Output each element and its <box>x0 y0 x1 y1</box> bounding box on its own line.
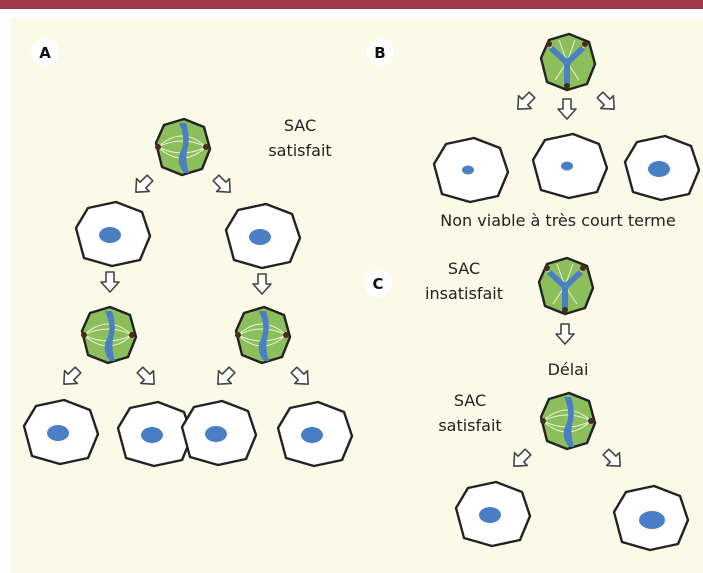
sac-status-label: satisfait <box>268 141 331 160</box>
arrow-icon <box>210 362 240 392</box>
panel-c: C SAC insatisfait Délai SAC satisfait <box>364 256 690 552</box>
arrow-icon <box>252 273 272 295</box>
metaphase-cell-c <box>538 391 597 451</box>
svg-text:A: A <box>39 44 51 62</box>
panel-c-badge: C <box>364 269 392 297</box>
panel-a-badge: A <box>31 38 59 66</box>
unaligned-mitotic-cell-c <box>537 256 595 316</box>
sac-label: SAC <box>454 391 486 410</box>
sac-label: SAC <box>448 259 480 278</box>
arrow-icon <box>286 362 316 392</box>
arrow-icon <box>56 362 86 392</box>
arrow-icon <box>557 98 577 120</box>
non-viable-caption: Non viable à très court terme <box>440 211 675 230</box>
panel-a: A SAC satisfait <box>22 38 354 468</box>
svg-text:C: C <box>372 275 383 293</box>
aneuploid-cell-b3 <box>623 134 701 202</box>
tripolar-mitotic-cell-b <box>539 32 597 92</box>
panel-b-badge: B <box>366 38 394 66</box>
arrow-icon <box>128 170 158 200</box>
metaphase-cell-a3 <box>233 305 292 365</box>
sac-unsatisfied-label: insatisfait <box>425 284 503 303</box>
granddaughter-cell-a2 <box>116 400 194 468</box>
arrow-icon <box>555 323 575 345</box>
arrow-icon <box>208 170 238 200</box>
arrow-icon <box>598 444 628 474</box>
sac-label: SAC <box>284 116 316 135</box>
arrow-icon <box>132 362 162 392</box>
granddaughter-cell-a3 <box>180 399 258 467</box>
metaphase-cell-a1 <box>153 117 212 177</box>
panel-b: B Non viable à très court terme <box>366 32 701 230</box>
granddaughter-cell-a1 <box>22 398 100 466</box>
svg-text:B: B <box>374 44 385 62</box>
granddaughter-cell-a4 <box>276 400 354 468</box>
daughter-cell-c1 <box>454 480 532 548</box>
arrow-icon <box>506 444 536 474</box>
daughter-cell-c2 <box>612 484 690 552</box>
aneuploid-cell-b2 <box>531 132 609 200</box>
aneuploid-cell-b1 <box>432 136 510 204</box>
top-accent-bar <box>0 0 703 9</box>
delay-label: Délai <box>548 360 589 379</box>
daughter-cell-a1 <box>74 200 152 268</box>
arrow-icon <box>592 87 622 117</box>
arrow-icon <box>510 87 540 117</box>
daughter-cell-a2 <box>224 202 302 270</box>
arrow-icon <box>100 271 120 293</box>
metaphase-cell-a2 <box>79 305 138 365</box>
sac-status-label: satisfait <box>438 416 501 435</box>
